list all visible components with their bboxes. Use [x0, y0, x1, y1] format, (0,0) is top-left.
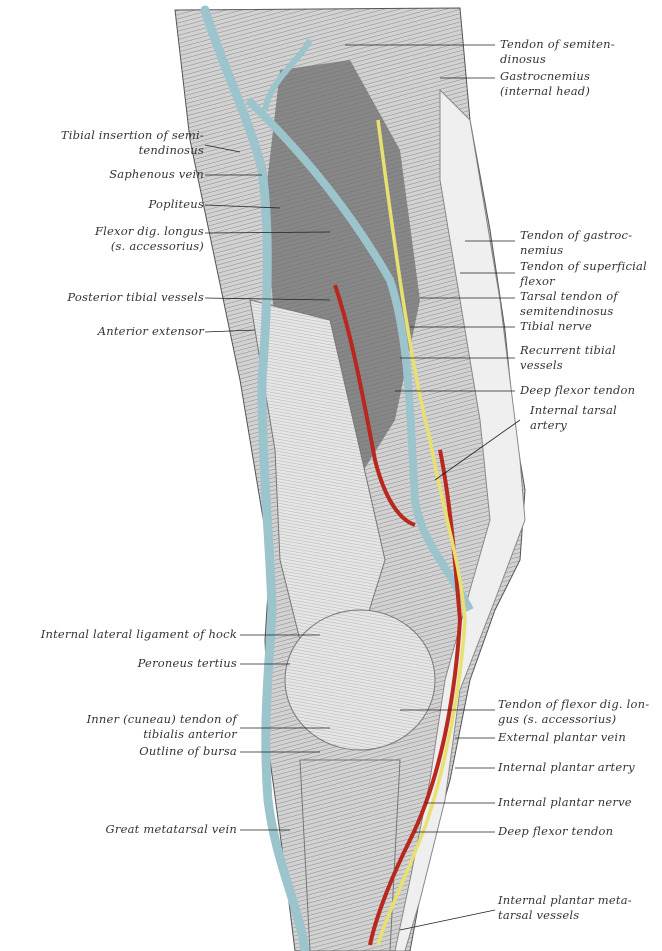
label-outline-of-bursa: Outline of bursa: [139, 744, 237, 758]
label-internal-plantar-metatarsal-vessels: Internal plantar meta-tarsal vessels: [498, 893, 632, 922]
metatarsal: [299, 759, 401, 951]
leader-lines: [204, 44, 521, 931]
vein-branch: [245, 97, 474, 612]
tarsal-bones: [284, 609, 436, 751]
label-popliteus: Popliteus: [148, 197, 204, 211]
label-gastrocnemius: Gastrocnemius(internal head): [500, 69, 591, 98]
label-internal-lateral-ligament: Internal lateral ligament of hock: [40, 627, 237, 641]
label-tibial-nerve: Tibial nerve: [520, 319, 592, 333]
vein-branch-upper: [262, 38, 313, 111]
artery: [333, 284, 463, 946]
label-external-plantar-vein: External plantar vein: [498, 730, 626, 744]
tibial-nerve: [376, 119, 467, 946]
label-tendon-flexor-dig-longus: Tendon of flexor dig. lon-gus (s. access…: [498, 697, 650, 726]
label-posterior-tibial-vessels: Posterior tibial vessels: [67, 290, 204, 304]
label-anterior-extensor: Anterior extensor: [97, 324, 204, 338]
label-great-metatarsal-vein: Great metatarsal vein: [105, 822, 237, 836]
label-internal-plantar-artery: Internal plantar artery: [498, 760, 635, 774]
tendon-band: [394, 88, 526, 951]
label-tendon-semitendinosus: Tendon of semiten-dinosus: [500, 37, 615, 66]
label-deep-flexor-tendon: Deep flexor tendon: [520, 383, 636, 397]
label-flexor-dig-longus: Flexor dig. longus(s. accessorius): [94, 224, 204, 253]
label-deep-flexor-tendon-lower: Deep flexor tendon: [498, 824, 614, 838]
label-peroneus-tertius: Peroneus tertius: [137, 656, 237, 670]
label-tibial-insertion: Tibial insertion of semi-tendinosus: [60, 128, 204, 157]
label-saphenous-vein: Saphenous vein: [109, 167, 204, 181]
label-internal-plantar-nerve: Internal plantar nerve: [498, 795, 632, 809]
label-tendon-gastrocnemius: Tendon of gastroc-nemius: [520, 228, 633, 257]
saphenous-vein: [200, 5, 310, 951]
